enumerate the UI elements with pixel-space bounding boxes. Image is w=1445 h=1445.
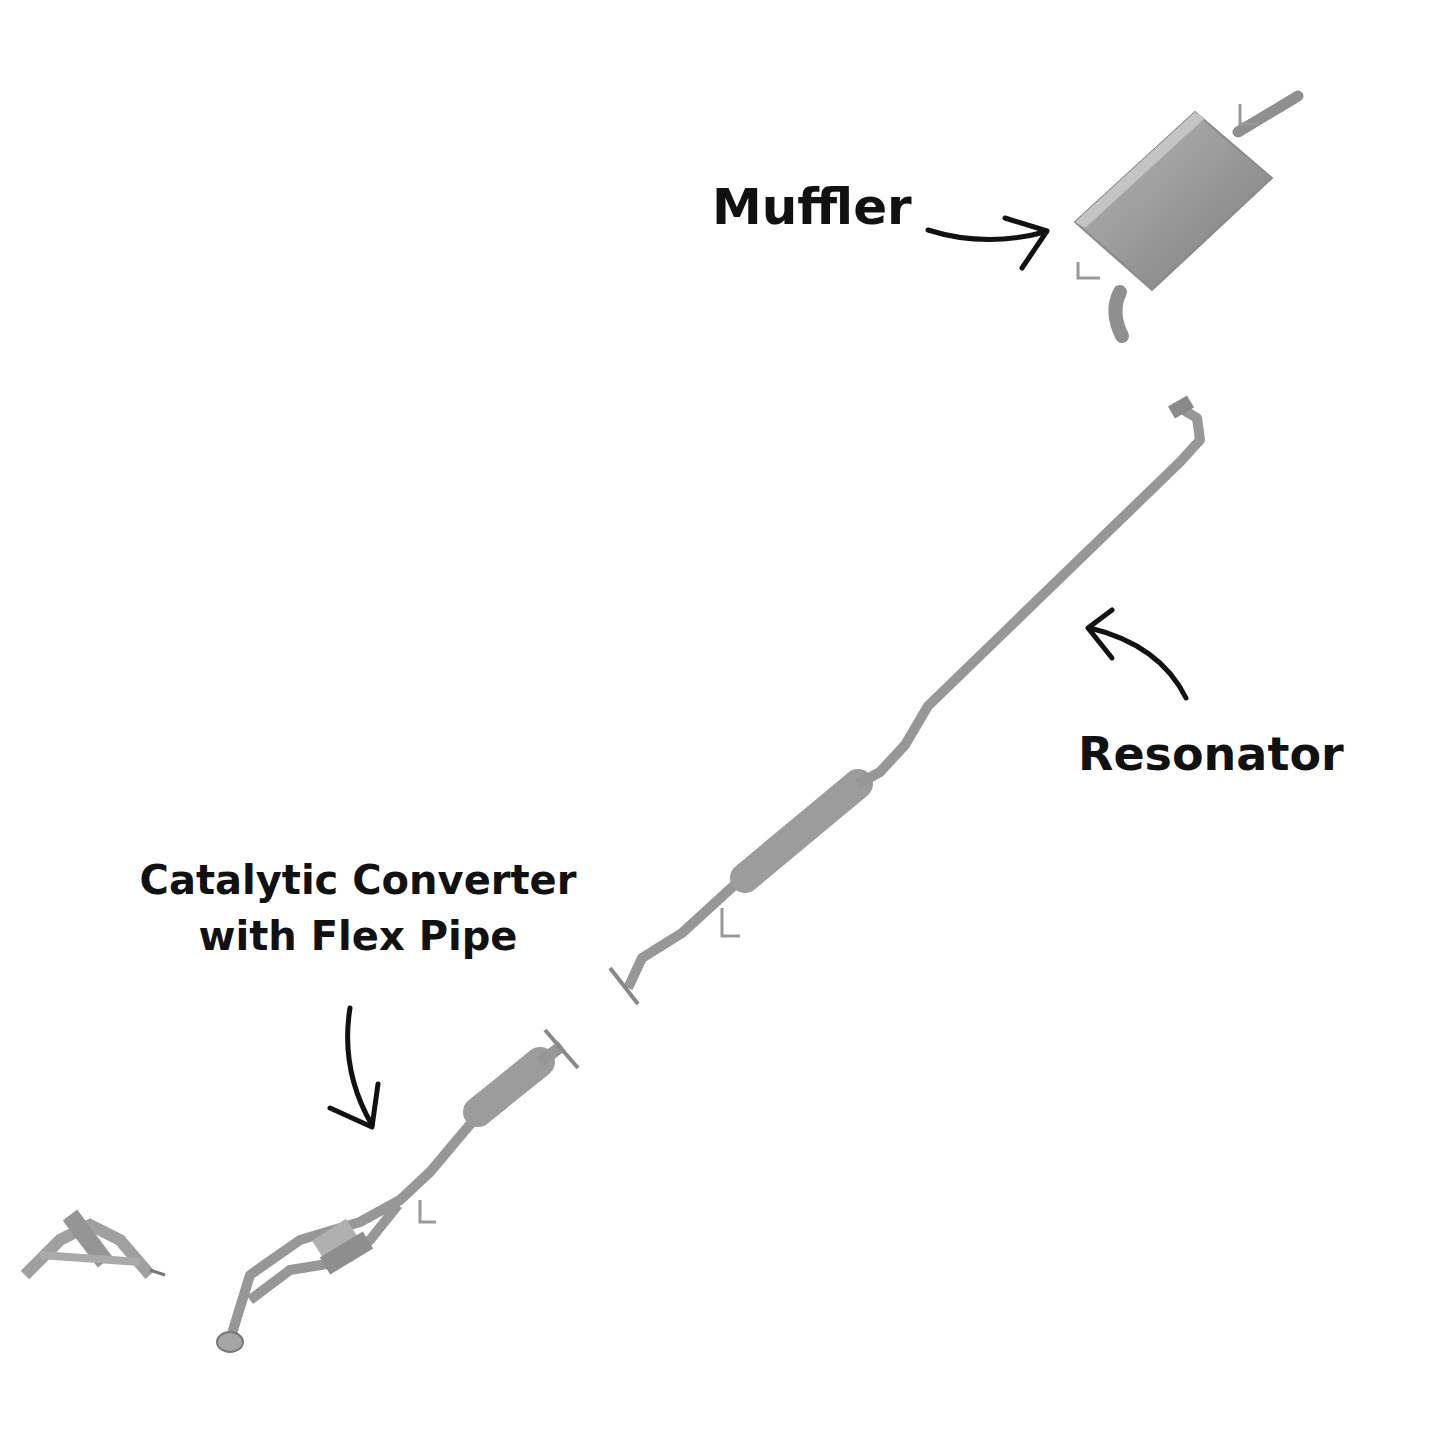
leader-arrow — [928, 230, 1045, 240]
part-label: Muffler — [712, 172, 942, 242]
arrow-head — [1005, 218, 1047, 268]
manifold-part — [25, 1215, 165, 1275]
arrow-head — [1088, 610, 1112, 658]
resonator-part — [610, 395, 1200, 1004]
leader-arrow — [1090, 628, 1186, 698]
catalytic-converter-part — [217, 1030, 578, 1352]
part-label: Catalytic Converter with Flex Pipe — [118, 852, 598, 964]
arrow-head — [330, 1084, 378, 1127]
part-label: Resonator — [1078, 722, 1378, 786]
muffler-part — [1075, 96, 1298, 336]
leader-arrow — [348, 1008, 372, 1125]
leader-arrows — [330, 218, 1186, 1127]
